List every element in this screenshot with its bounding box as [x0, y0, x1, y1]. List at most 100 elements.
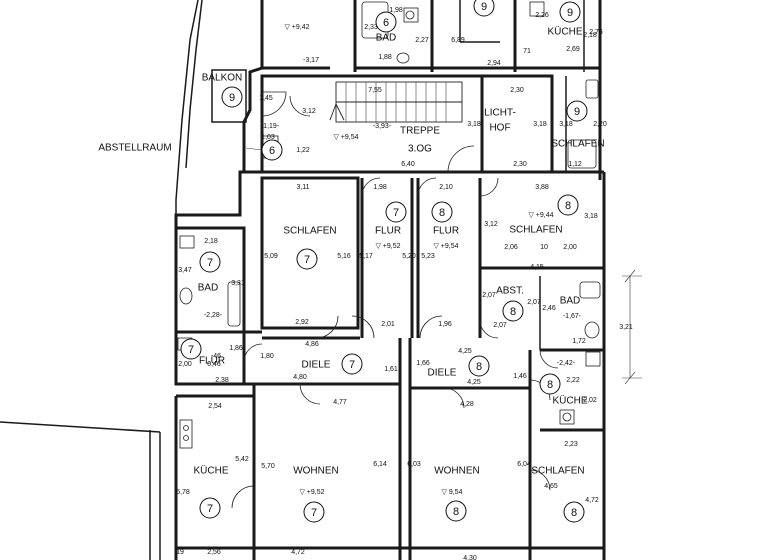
dimension-d-480: 4,80: [293, 374, 307, 381]
room-label-treppe-sub: 3.OG: [408, 144, 432, 155]
dimension-d-523: 5,23: [421, 253, 435, 260]
dimension-d-112: 1,12: [568, 161, 582, 168]
room-label-licht: LICHT-: [484, 108, 516, 119]
unit-circle: [180, 338, 202, 360]
dimension-d-321: 3,21: [619, 324, 633, 331]
unit-circle: [303, 501, 325, 523]
dimension-d-19: 19: [176, 549, 184, 556]
unit-marker-u7-bad: 7: [199, 251, 221, 273]
unit-number: 8: [453, 506, 459, 518]
unit-circle: [563, 501, 585, 523]
dimension-d-220-r: 2,20: [593, 121, 607, 128]
unit-number: 6: [269, 145, 275, 157]
dimension-d-520: 5,20: [402, 253, 416, 260]
dimension-d-578: 5,78: [176, 489, 190, 496]
unit-marker-u7-schlafen: 7: [296, 248, 318, 270]
room-label-schlafen-8-top: SCHLAFEN: [509, 225, 562, 236]
dimension-d-242: -2,42-: [557, 360, 576, 367]
dimension-d-186: 1,86: [229, 345, 243, 352]
unit-number: 9: [567, 7, 573, 19]
dimension-d-517: 5,17: [359, 253, 373, 260]
room-label-balkon: BALKON: [202, 73, 243, 84]
dimension-d-207-b: 2,07: [527, 299, 541, 306]
unit-circle: [199, 251, 221, 273]
dimension-d-347: 3,47: [178, 267, 192, 274]
dimension-d-640: 6,40: [401, 161, 415, 168]
dimension-d-425-b: 4,25: [467, 379, 481, 386]
room-label-flur-7-left: FLUR: [199, 356, 225, 367]
unit-number: 8: [439, 207, 445, 219]
dimension-d-167: -1,67-: [563, 313, 582, 320]
room-label-flur-8: FLUR: [433, 226, 459, 237]
unit-marker-u8-flur: 8: [431, 201, 453, 223]
unit-marker-u9-right: 9: [566, 100, 588, 122]
room-label-diele-8: DIELE: [428, 368, 457, 379]
room-label-kueche-7: KÜCHE: [193, 465, 228, 477]
dimension-d-146: 1,46: [513, 373, 527, 380]
dimension-d-230-top: 2,30: [510, 87, 524, 94]
room-label-schlafen-9: SCHLAFEN: [551, 139, 604, 150]
unit-number: 9: [574, 106, 580, 118]
unit-circle: [557, 194, 579, 216]
dimension-d-311: 3,11: [296, 184, 309, 191]
dimension-d-472: 4,72: [585, 497, 599, 504]
dimension-d-276: 2,76: [589, 29, 603, 36]
dimension-d-238: 2,38: [215, 377, 229, 384]
room-label-kueche-8: KÜCHE: [552, 395, 587, 407]
level-markers: ▽ +9,42▽ +9,54▽ +9,52▽ +9,54▽ +9,44▽ +9,…: [284, 24, 553, 496]
unit-circle: [261, 139, 283, 161]
unit-circle: [431, 201, 453, 223]
label-abstellraum: ABSTELLRAUM: [98, 143, 171, 154]
level-lvl-952-flur: ▽ +9,52: [375, 243, 400, 250]
unit-marker-u7-flur: 7: [385, 201, 407, 223]
unit-marker-u8-schlafen-top: 8: [557, 194, 579, 216]
unit-marker-u7-kueche: 7: [199, 497, 221, 519]
dimension-d-200: 2,00: [563, 244, 577, 251]
dimension-d-206: 2,06: [504, 244, 518, 251]
room-label-schlafen-7: SCHLAFEN: [283, 226, 336, 237]
dimension-d-71: 71: [523, 48, 531, 55]
dimension-d-318-b: 3,18: [533, 121, 547, 128]
unit-marker-u8-wohnen: 8: [445, 500, 467, 522]
dimension-d-103: 1,03: [261, 134, 275, 141]
level-lvl-944: ▽ +9,44: [528, 212, 553, 219]
unit-number: 7: [311, 507, 317, 519]
dimension-d-172: 1,72: [572, 338, 586, 345]
room-label-wohnen-7: WOHNEN: [293, 466, 339, 477]
unit-circle: [468, 355, 490, 377]
dimension-d-202: 2,02: [583, 397, 597, 404]
dimension-d-415: 4,15: [530, 264, 544, 271]
unit-marker-u8-kueche: 8: [539, 373, 561, 395]
unit-number: 7: [349, 359, 355, 371]
dimension-d-10: 10: [540, 244, 548, 251]
unit-number: 7: [188, 344, 194, 356]
dimension-marker-321: [622, 269, 642, 385]
unit-number: 8: [476, 361, 482, 373]
unit-circle: [559, 1, 581, 23]
room-label-diele-7: DIELE: [302, 360, 331, 371]
dimension-d-046: 0,46: [207, 361, 221, 368]
dimension-d-254: 2,54: [208, 403, 222, 410]
dimension-d-472-b: 4,72: [291, 549, 305, 556]
dimension-d-486: 4,86: [305, 341, 319, 348]
unit-marker-u8-schlafen-bottom: 8: [563, 501, 585, 523]
room-label-treppe: TREPPE: [400, 126, 440, 137]
unit-circle: [199, 497, 221, 519]
dimension-d-318-a: 3,18: [467, 121, 481, 128]
dimension-d-228: -2,28-: [204, 312, 223, 319]
dimension-d-318-c: 3,18: [559, 121, 573, 128]
unit-number: 9: [229, 92, 235, 104]
unit-circle: [341, 353, 363, 375]
dimension-d-210: 2,10: [439, 184, 453, 191]
unit-circle: [539, 373, 561, 395]
dimension-d-188: 1,88: [378, 54, 392, 61]
unit-number: 8: [510, 306, 516, 318]
room-label-bad-8: BAD: [560, 296, 581, 307]
unit-number: 7: [207, 257, 213, 269]
dimension-d-509: 5,09: [264, 253, 278, 260]
dimension-d-465: 4,65: [544, 483, 558, 490]
doors: [231, 91, 559, 509]
dimension-d-425: 4,25: [458, 348, 472, 355]
unit-number: 7: [207, 503, 213, 515]
